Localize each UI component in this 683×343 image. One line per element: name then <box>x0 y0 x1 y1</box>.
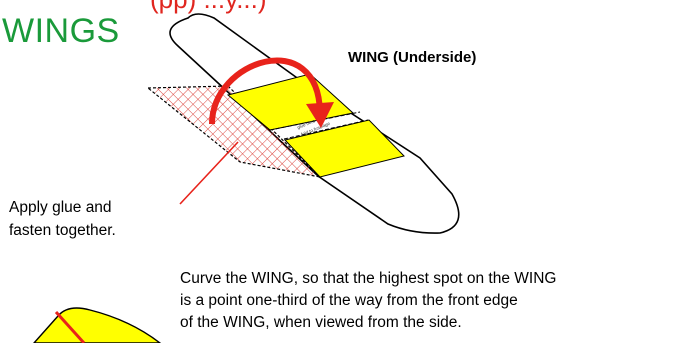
glue-instruction-line-2: fasten together. <box>9 222 116 239</box>
fold-arrow <box>209 57 323 125</box>
yellow-strip-lower <box>284 119 405 178</box>
glue-instruction-line-1: Apply glue and <box>9 199 112 216</box>
side-view-wing <box>33 307 162 343</box>
wing-tiny-text-1: glue here <box>297 118 317 130</box>
glue-tab-hatched <box>146 85 322 178</box>
curve-instruction-line-2: is a point one-third of the way from the… <box>180 292 518 309</box>
curve-instruction: Curve the WING, so that the highest spot… <box>180 268 556 334</box>
curve-instruction-line-3: of the WING, when viewed from the side. <box>180 314 462 331</box>
curve-instruction-line-1: Curve the WING, so that the highest spot… <box>180 270 557 287</box>
fold-line-2 <box>283 119 369 140</box>
glue-instruction: Apply glue and fasten together. <box>9 196 116 242</box>
clipped-header-text: (pp) ...y...) <box>150 0 267 15</box>
wing-underside-label: WING (Underside) <box>348 49 477 66</box>
page-title: WINGS <box>2 12 120 50</box>
glue-leader-line <box>179 141 239 205</box>
side-view-marker <box>54 310 86 343</box>
fold-line-1 <box>269 111 361 131</box>
fold-arrow-head <box>306 102 334 128</box>
